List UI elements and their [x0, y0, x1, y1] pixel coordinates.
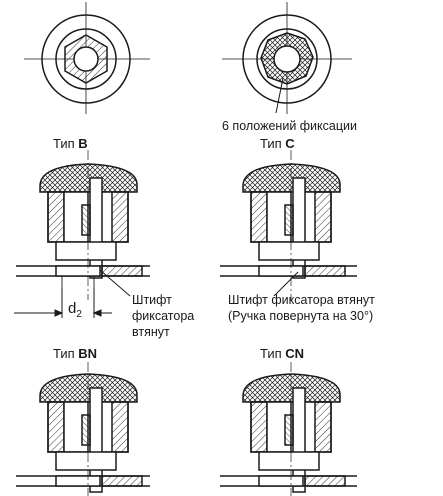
- type-c-prefix: Тип: [260, 136, 282, 151]
- type-cn-prefix: Тип: [260, 346, 282, 361]
- type-bn-prefix: Тип: [53, 346, 75, 361]
- type-bn-label: Тип BN: [53, 346, 97, 361]
- d2-subscript: 2: [76, 309, 82, 320]
- locking-positions-note: 6 положений фиксации: [222, 119, 357, 133]
- section-type-bn: [16, 362, 150, 496]
- type-bn-code: BN: [78, 346, 98, 361]
- dimension-d2: [14, 269, 131, 318]
- right-note: Штифт фиксатора втянут (Ручка повернута …: [228, 292, 375, 324]
- d2-symbol: d: [68, 300, 77, 317]
- left-note-line-2: фиксатора: [132, 309, 195, 323]
- top-view-right: [222, 2, 352, 114]
- type-b-code: B: [78, 136, 88, 151]
- right-note-line-2: (Ручка повернута на 30°): [228, 309, 374, 323]
- left-note: Штифт фиксатора втянут: [132, 292, 194, 340]
- type-cn-label: Тип CN: [260, 346, 304, 361]
- section-type-cn: [220, 362, 357, 496]
- type-cn-code: CN: [285, 346, 305, 361]
- type-c-code: C: [285, 136, 295, 151]
- right-note-line-1: Штифт фиксатора втянут: [228, 293, 375, 307]
- section-type-c: [220, 150, 357, 300]
- section-type-b: [16, 150, 150, 300]
- type-b-label: Тип B: [53, 136, 88, 151]
- left-note-line-3: втянут: [132, 325, 170, 339]
- type-c-label: Тип C: [260, 136, 295, 151]
- top-view-left: [24, 2, 150, 114]
- left-note-line-1: Штифт: [132, 293, 172, 307]
- type-b-prefix: Тип: [53, 136, 75, 151]
- d2-label: d2: [68, 300, 82, 320]
